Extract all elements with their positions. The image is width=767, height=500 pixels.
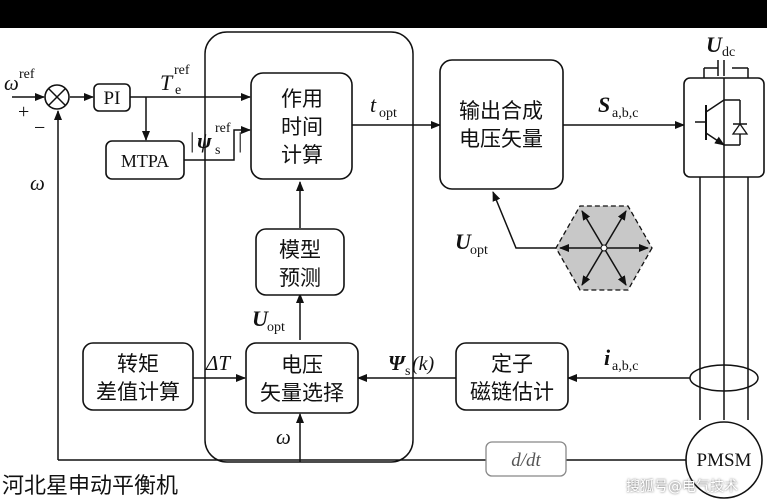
model-line2: 预测 (279, 266, 321, 290)
omega-feedback-label: ω (30, 171, 45, 195)
delta-t-label: ΔT (205, 351, 231, 375)
predictive-boundary (204, 31, 414, 463)
switch-signal-label: S (598, 92, 610, 117)
synthesis-line2: 电压矢量 (459, 127, 543, 151)
pi-controller (93, 83, 131, 112)
synthesis-line1: 输出合成 (459, 99, 543, 123)
minus-sign: − (34, 117, 45, 139)
pmsm-label: PMSM (697, 450, 752, 471)
action-time-line2: 时间 (281, 115, 323, 139)
u-opt-right-label: U (455, 229, 472, 254)
watermark-left: 河北星申动平衡机 (2, 474, 179, 499)
action-time-block (250, 72, 353, 180)
mtpa-block (105, 140, 185, 180)
dc-voltage-subscript: dc (722, 45, 735, 60)
flux-ref-superscript: ref (215, 121, 231, 136)
current-subscript: a,b,c (612, 359, 638, 374)
pmsm-motor (685, 421, 763, 499)
action-time-line1: 作用 (281, 87, 323, 111)
t-opt-subscript: opt (379, 106, 397, 121)
action-time-line3: 计算 (281, 143, 323, 167)
abs-right: | (238, 128, 242, 153)
watermark-right: 搜狐号@电气技术 (626, 479, 738, 495)
u-opt-center-subscript: opt (267, 320, 285, 335)
switch-signal-subscript: a,b,c (612, 106, 638, 121)
flux-ref-subscript: s (215, 143, 220, 158)
flux-ref-label: ψ (197, 128, 212, 153)
omega-ref-label: ω (4, 71, 19, 95)
vector-selection-block (245, 342, 359, 414)
abs-left: | (190, 128, 194, 153)
t-opt-label: t (370, 92, 377, 117)
selection-line1: 电压 (281, 353, 323, 377)
torque-difference-block (82, 342, 194, 411)
igbt-icon (695, 78, 749, 177)
plus-sign: + (18, 101, 29, 123)
flux-estimate-label: Ψ (388, 351, 407, 375)
torque-ref-superscript: ref (174, 63, 190, 78)
model-prediction-block (255, 228, 345, 296)
torque-ref-subscript: e (175, 83, 181, 98)
mtpa-label: MTPA (121, 151, 169, 171)
u-opt-right-subscript: opt (470, 243, 488, 258)
dc-voltage-label: U (706, 32, 723, 57)
voltage-vector-hexagon-icon (555, 205, 653, 291)
flux-estimate-index: (k) (412, 353, 435, 375)
derivative-block (485, 441, 567, 477)
voltage-synthesis-block (439, 59, 564, 190)
torque-diff-line1: 转矩 (117, 352, 159, 376)
flux-estimation-line2: 磁链估计 (470, 380, 554, 404)
torque-ref-label: T (160, 70, 174, 95)
omega-ref-superscript: ref (19, 67, 35, 82)
torque-diff-line2: 差值计算 (96, 380, 180, 404)
top-black-bar (0, 0, 767, 28)
pi-label: PI (104, 88, 121, 109)
omega-input-label: ω (276, 425, 291, 449)
flux-estimation-line1: 定子 (491, 352, 533, 376)
derivative-label: d/dt (511, 450, 541, 471)
flux-estimation-block (455, 342, 569, 411)
model-line1: 模型 (279, 238, 321, 262)
current-label: i (604, 345, 611, 370)
selection-line2: 矢量选择 (260, 381, 344, 405)
flux-estimate-subscript: s (405, 364, 410, 379)
u-opt-center-label: U (252, 306, 269, 331)
